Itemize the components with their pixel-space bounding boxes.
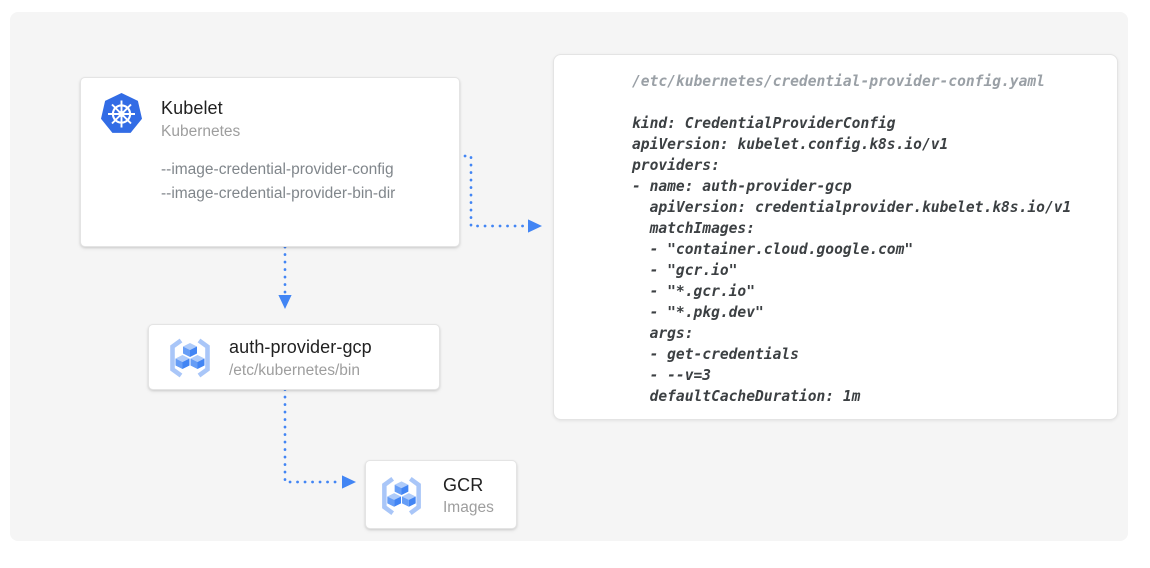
auth-to-gcr-connector [283,380,343,484]
kubelet-to-auth-arrowhead [278,295,292,309]
kubelet-node: Kubelet Kubernetes --image-credential-pr… [80,77,460,247]
kubernetes-icon [101,93,142,133]
kubelet-subtitle: Kubernetes [161,123,241,140]
kubelet-to-yaml-arrowhead [528,219,542,233]
flag-image-credential-provider-config: --image-credential-provider-config [161,161,394,178]
gcr-subtitle: Images [443,499,494,516]
credential-provider-config-panel: /etc/kubernetes/credential-provider-conf… [553,54,1118,420]
gcr-node: GCR Images [365,460,517,529]
flag-image-credential-provider-bin-dir: --image-credential-provider-bin-dir [161,185,396,202]
container-registry-icon [170,338,210,378]
auth-provider-gcp-title: auth-provider-gcp [229,337,372,357]
auth-provider-gcp-node: auth-provider-gcp /etc/kubernetes/bin [148,324,440,390]
gcr-icon [382,477,421,515]
gcr-title: GCR [443,475,484,495]
kubelet-title: Kubelet [161,98,223,118]
kubelet-flags: --image-credential-provider-config --ima… [161,158,395,206]
yaml-file-path: /etc/kubernetes/credential-provider-conf… [632,73,1045,90]
auth-to-gcr-arrowhead [342,475,356,489]
diagram-canvas: Kubelet Kubernetes --image-credential-pr… [10,12,1128,541]
yaml-code: kind: CredentialProviderConfig apiVersio… [632,115,1072,405]
auth-provider-gcp-path: /etc/kubernetes/bin [229,362,360,379]
